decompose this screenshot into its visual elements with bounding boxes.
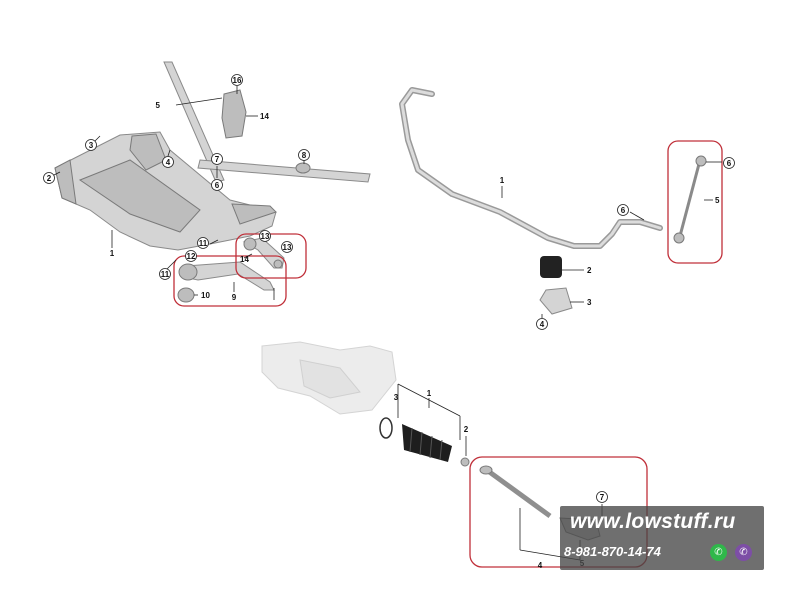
stabilizer-bushing xyxy=(540,256,562,278)
stab-callout-6-b: 6 xyxy=(617,204,629,216)
tie-rod xyxy=(482,465,552,519)
stab-callout-3: 3 xyxy=(587,298,592,307)
callout-11-b: 11 xyxy=(159,268,171,280)
stab-callout-5: 5 xyxy=(715,196,720,205)
front-subframe-group: 16 5 14 3 4 7 8 2 6 1 11 xyxy=(43,61,371,307)
callout-5: 5 xyxy=(156,101,161,110)
svg-text:13: 13 xyxy=(261,232,270,241)
callout-8: 8 xyxy=(298,149,310,161)
stabilizer-group: 1 2 3 4 5 6 6 xyxy=(399,87,735,330)
svg-text:3: 3 xyxy=(89,141,94,150)
highlight-box-upper-arm xyxy=(235,233,307,279)
subframe-tower xyxy=(129,133,167,171)
subframe-crossmember xyxy=(78,159,201,233)
stabilizer-link xyxy=(678,163,701,237)
svg-text:4: 4 xyxy=(166,158,171,167)
stabilizer-bracket xyxy=(539,287,573,315)
callout-4: 4 xyxy=(162,156,174,168)
svg-text:4: 4 xyxy=(540,320,545,329)
steer-callout-1: 1 xyxy=(427,389,432,398)
steer-callout-7: 7 xyxy=(596,491,608,503)
ball-joint xyxy=(243,237,257,251)
rod-end-bushing xyxy=(295,162,311,174)
svg-text:11: 11 xyxy=(161,270,170,279)
lower-control-arm xyxy=(185,261,275,291)
strut-brace xyxy=(163,61,225,183)
callout-11-a: 11 xyxy=(197,237,209,249)
svg-text:13: 13 xyxy=(283,243,292,252)
steer-callout-4: 4 xyxy=(538,561,543,570)
stab-callout-2: 2 xyxy=(587,266,592,275)
svg-text:6: 6 xyxy=(215,181,220,190)
arm-bushing xyxy=(178,263,198,281)
highlight-box-stabilizer-link xyxy=(667,140,723,264)
svg-text:8: 8 xyxy=(302,151,307,160)
stab-callout-6-a: 6 xyxy=(723,157,735,169)
subframe-mount-right xyxy=(231,203,277,225)
boot-clamp xyxy=(460,457,470,467)
callout-6: 6 xyxy=(211,179,223,191)
stab-callout-1: 1 xyxy=(500,176,505,185)
whatsapp-icon[interactable]: ✆ xyxy=(710,544,727,561)
highlight-box-control-arm xyxy=(173,255,287,307)
inner-tie-rod-joint xyxy=(479,465,493,475)
bushing-part xyxy=(177,287,195,303)
arm-end-bushing xyxy=(273,259,283,269)
svg-text:7: 7 xyxy=(600,493,605,502)
steering-boot xyxy=(402,424,452,462)
svg-text:2: 2 xyxy=(47,174,52,183)
callout-12: 12 xyxy=(185,250,197,262)
o-ring xyxy=(379,417,393,439)
callout-14: 14 xyxy=(240,255,249,264)
bracket-part xyxy=(221,89,247,139)
viber-icon[interactable]: ✆ xyxy=(735,544,752,561)
subframe-mount-left xyxy=(54,159,77,205)
svg-text:11: 11 xyxy=(199,239,208,248)
callout-13-b: 13 xyxy=(281,241,293,253)
callout-10: 10 xyxy=(201,291,210,300)
callout-16: 14 xyxy=(260,112,269,121)
svg-text:6: 6 xyxy=(727,159,732,168)
stab-callout-4: 4 xyxy=(536,318,548,330)
svg-text:6: 6 xyxy=(621,206,626,215)
steer-callout-3: 3 xyxy=(394,393,399,402)
watermark-phone[interactable]: 8-981-870-14-74 xyxy=(564,544,661,559)
tension-rod xyxy=(197,159,371,183)
link-lower-joint xyxy=(673,232,685,244)
callout-3: 3 xyxy=(85,139,97,151)
callout-9: 9 xyxy=(232,293,237,302)
steer-callout-2: 2 xyxy=(464,425,469,434)
callout-1: 1 xyxy=(110,249,115,258)
svg-text:7: 7 xyxy=(215,155,220,164)
watermark-badge: www.lowstuff.ru 8-981-870-14-74 ✆ ✆ xyxy=(560,506,764,570)
svg-text:12: 12 xyxy=(187,252,196,261)
watermark-site[interactable]: www.lowstuff.ru xyxy=(570,510,736,533)
svg-text:16: 16 xyxy=(233,76,242,85)
callout-13-a: 13 xyxy=(259,230,271,242)
callout-2: 2 xyxy=(43,172,55,184)
callout-7: 7 xyxy=(211,153,223,165)
link-upper-joint xyxy=(695,155,707,167)
callout-17: 16 xyxy=(231,74,243,86)
